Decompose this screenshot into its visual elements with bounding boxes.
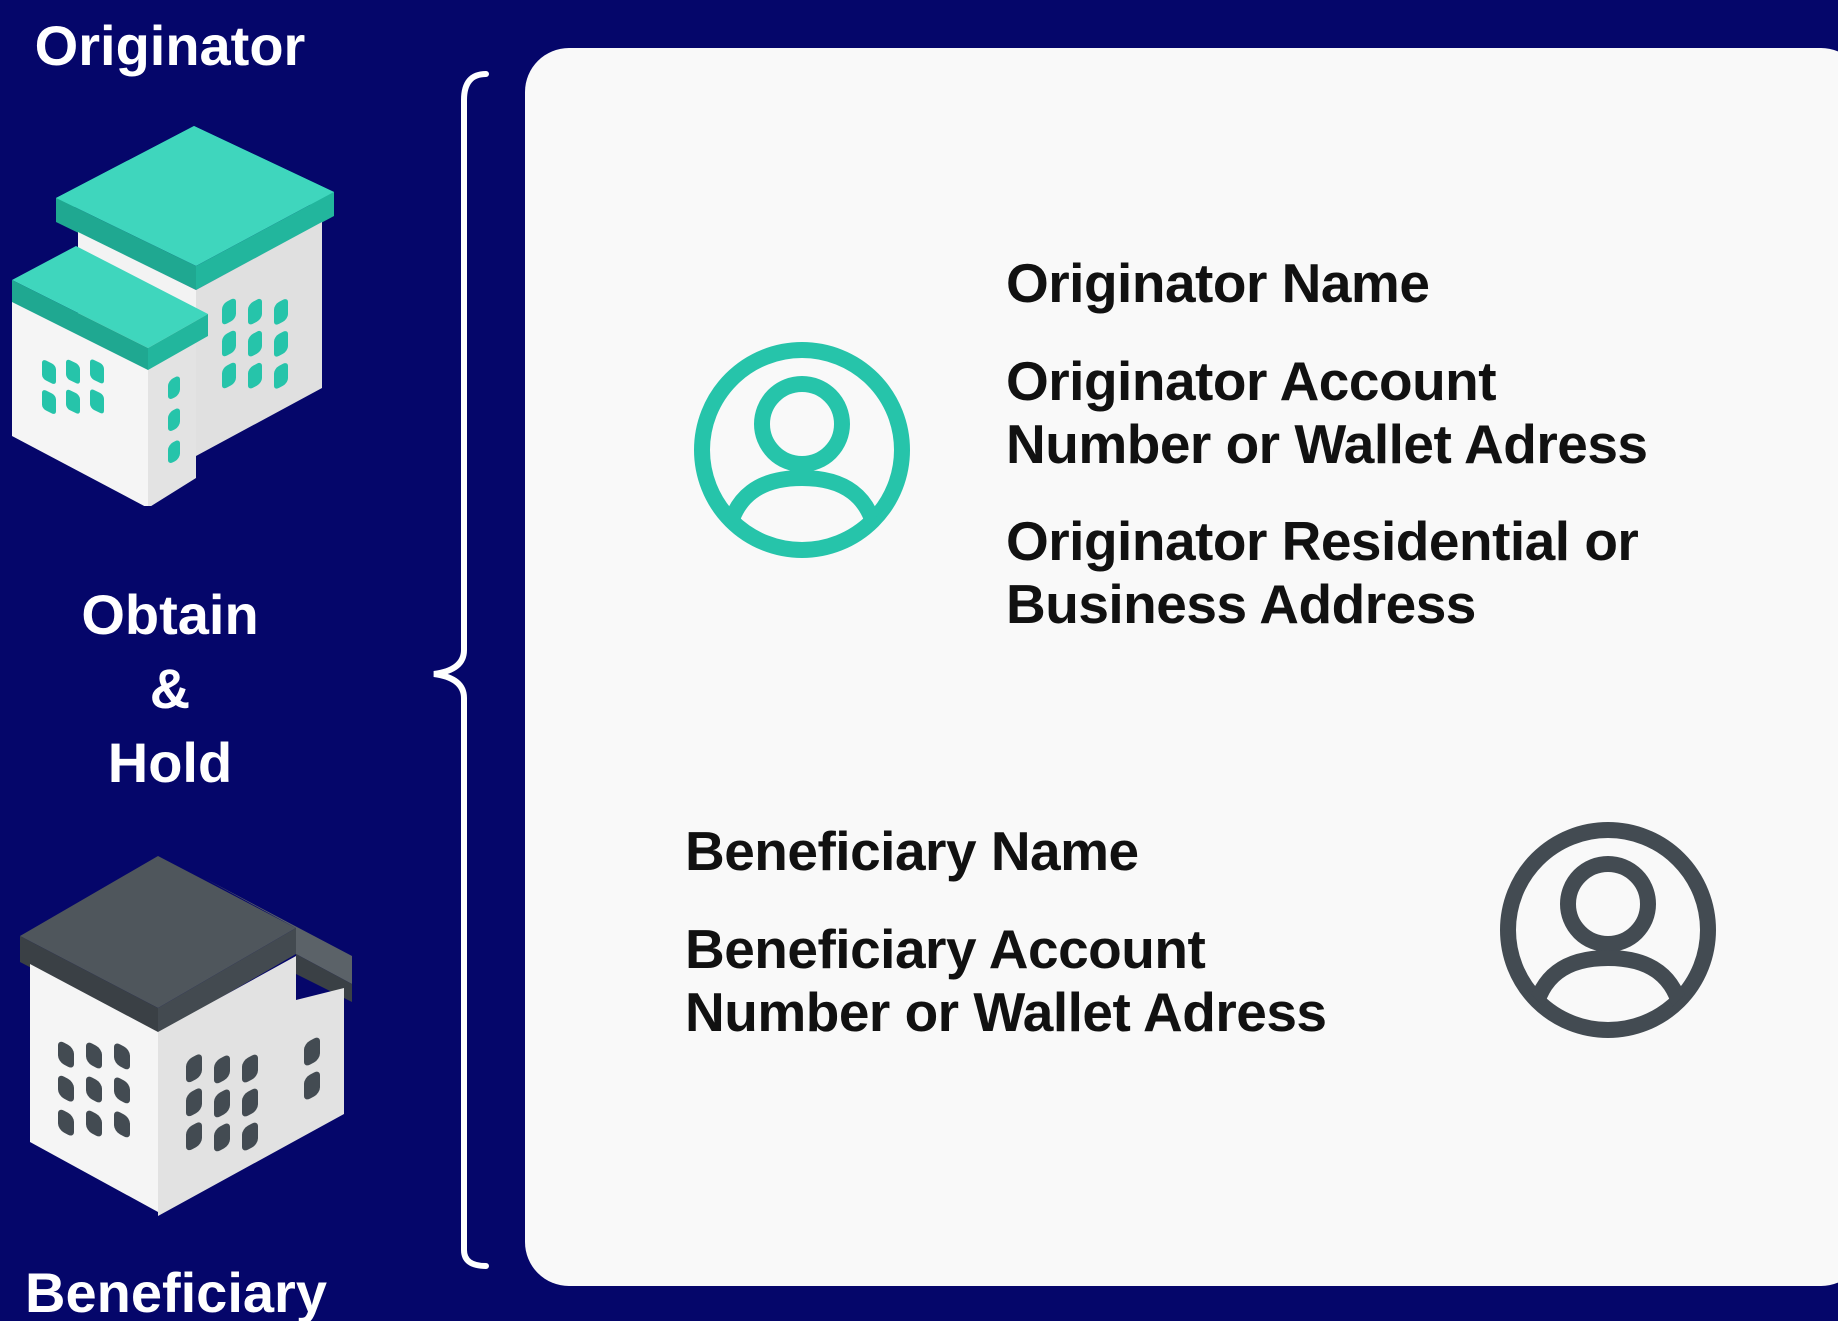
curly-brace-icon xyxy=(433,71,489,1269)
originator-user-icon xyxy=(694,342,910,558)
originator-address-field: Originator Residential or Business Addre… xyxy=(1006,510,1639,635)
beneficiary-name-field: Beneficiary Name xyxy=(685,820,1139,882)
hold-word: Hold xyxy=(107,731,233,794)
beneficiary-user-icon xyxy=(1500,822,1716,1038)
info-panel xyxy=(525,48,1838,1286)
ampersand: & xyxy=(149,657,191,720)
originator-building-icon xyxy=(12,126,334,506)
originator-name-field: Originator Name xyxy=(1006,252,1430,314)
beneficiary-label: Beneficiary xyxy=(25,1261,327,1321)
originator-account-field: Originator Account Number or Wallet Adre… xyxy=(1006,350,1648,475)
obtain-hold-label: Obtain & Hold xyxy=(0,578,340,800)
beneficiary-building-icon xyxy=(20,856,352,1216)
obtain-word: Obtain xyxy=(81,583,259,646)
originator-label: Originator xyxy=(34,14,306,77)
beneficiary-account-field: Beneficiary Account Number or Wallet Adr… xyxy=(685,918,1327,1043)
